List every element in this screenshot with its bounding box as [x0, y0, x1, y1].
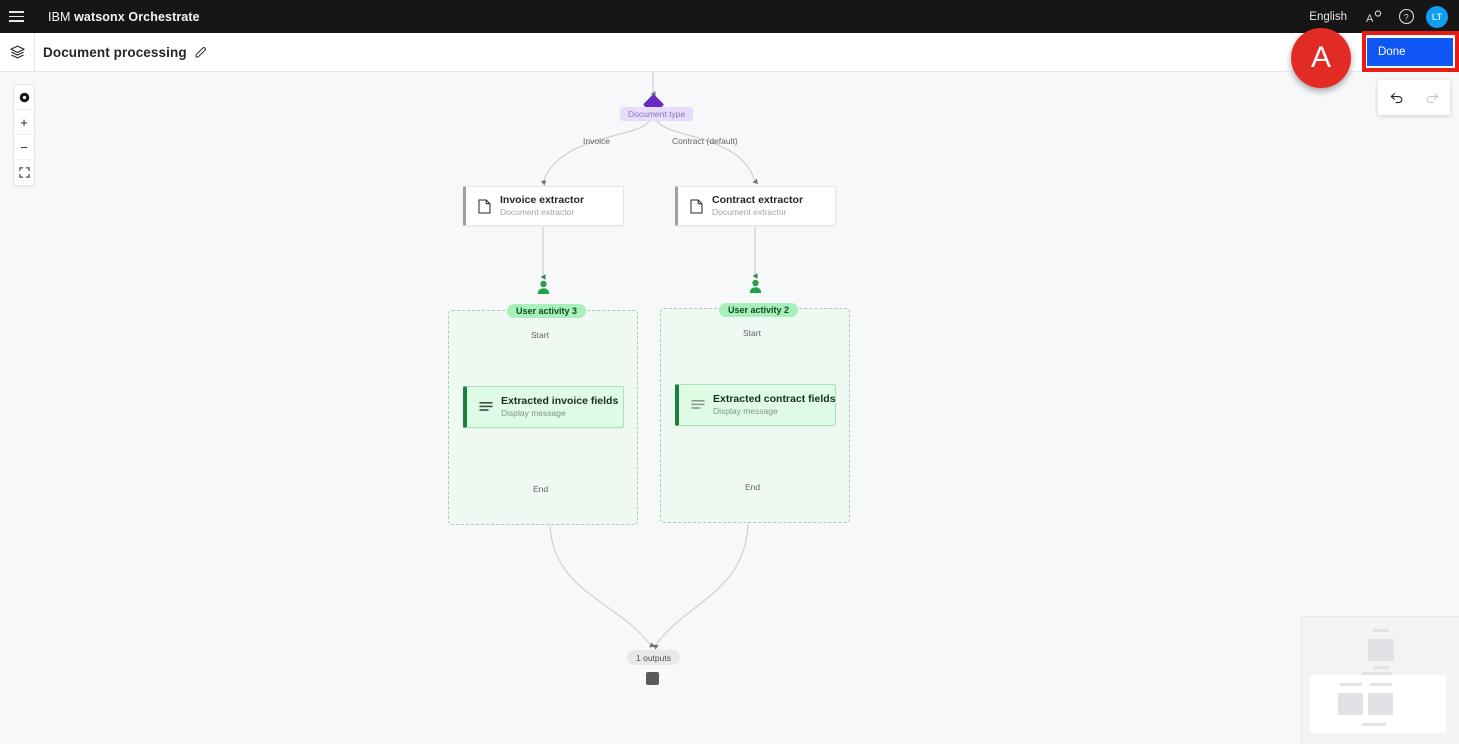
- brand-prefix: IBM: [48, 9, 75, 24]
- done-button[interactable]: Done: [1367, 38, 1453, 66]
- page-title: Document processing: [43, 44, 187, 60]
- svg-text:A: A: [1366, 13, 1374, 25]
- user-activity-chip-2[interactable]: User activity 2: [719, 303, 799, 317]
- translate-icon[interactable]: A: [1358, 0, 1390, 33]
- node-invoice-extractor[interactable]: Invoice extractor Document extractor: [463, 186, 624, 226]
- node-extracted-invoice-fields[interactable]: Extracted invoice fields Display message: [463, 386, 624, 428]
- user-person-icon: [537, 280, 550, 300]
- brand-name: watsonx Orchestrate: [74, 9, 200, 24]
- end-square-node[interactable]: [646, 672, 659, 685]
- undo-arrow-icon[interactable]: [1378, 80, 1414, 115]
- language-selector[interactable]: English: [1309, 10, 1347, 23]
- node-title: Contract extractor: [712, 194, 804, 206]
- minimap-viewport[interactable]: [1310, 672, 1446, 733]
- top-navigation-bar: IBM watsonx Orchestrate English A ? LT: [0, 0, 1459, 33]
- node-extracted-contract-fields[interactable]: Extracted contract fields Display messag…: [675, 384, 836, 426]
- branch-label-invoice: Invoice: [583, 136, 610, 146]
- outputs-chip[interactable]: 1 outputs: [627, 650, 680, 665]
- end-label: End: [533, 484, 549, 494]
- redo-arrow-icon[interactable]: [1414, 80, 1450, 115]
- layers-icon[interactable]: [0, 33, 34, 72]
- node-subtitle: Document extractor: [500, 207, 575, 217]
- annotation-badge-a: A: [1291, 28, 1351, 88]
- document-icon: [687, 199, 706, 214]
- help-circle-icon[interactable]: ?: [1390, 0, 1422, 33]
- node-title: Extracted contract fields: [713, 393, 836, 405]
- minimap-panel[interactable]: [1301, 616, 1459, 744]
- header-divider: [34, 32, 35, 72]
- top-nav-right-group: English A ? LT: [1298, 0, 1459, 33]
- user-person-icon: [749, 279, 762, 299]
- history-panel: [1378, 80, 1450, 115]
- list-lines-icon: [476, 401, 495, 414]
- branch-label-contract: Contract (default): [672, 136, 738, 146]
- flow-canvas[interactable]: + − Document type Invoice Contract (defa…: [0, 72, 1459, 744]
- decision-label[interactable]: Document type: [620, 107, 694, 121]
- node-subtitle: Display message: [501, 408, 566, 418]
- svg-text:?: ?: [1403, 12, 1408, 22]
- node-contract-extractor[interactable]: Contract extractor Document extractor: [675, 186, 836, 226]
- list-lines-icon: [688, 399, 707, 412]
- fullscreen-icon[interactable]: [14, 160, 34, 185]
- pencil-edit-icon[interactable]: [194, 46, 207, 59]
- start-label: Start: [531, 330, 549, 340]
- user-activity-chip-3[interactable]: User activity 3: [507, 304, 587, 318]
- document-icon: [475, 199, 494, 214]
- zoom-in-button[interactable]: +: [14, 110, 34, 135]
- node-subtitle: Display message: [713, 406, 778, 416]
- flow-header-bar: Document processing: [0, 32, 1459, 72]
- fit-to-screen-button[interactable]: [14, 85, 34, 110]
- node-subtitle: Document extractor: [712, 207, 787, 217]
- zoom-toolbar[interactable]: + −: [13, 84, 35, 186]
- zoom-out-button[interactable]: −: [14, 135, 34, 160]
- user-avatar[interactable]: LT: [1426, 5, 1448, 28]
- start-label: Start: [743, 328, 761, 338]
- end-label: End: [745, 482, 761, 492]
- hamburger-menu-icon[interactable]: [0, 0, 33, 33]
- node-title: Extracted invoice fields: [501, 395, 619, 407]
- app-brand-title: IBM watsonx Orchestrate: [48, 10, 200, 24]
- node-title: Invoice extractor: [500, 194, 585, 206]
